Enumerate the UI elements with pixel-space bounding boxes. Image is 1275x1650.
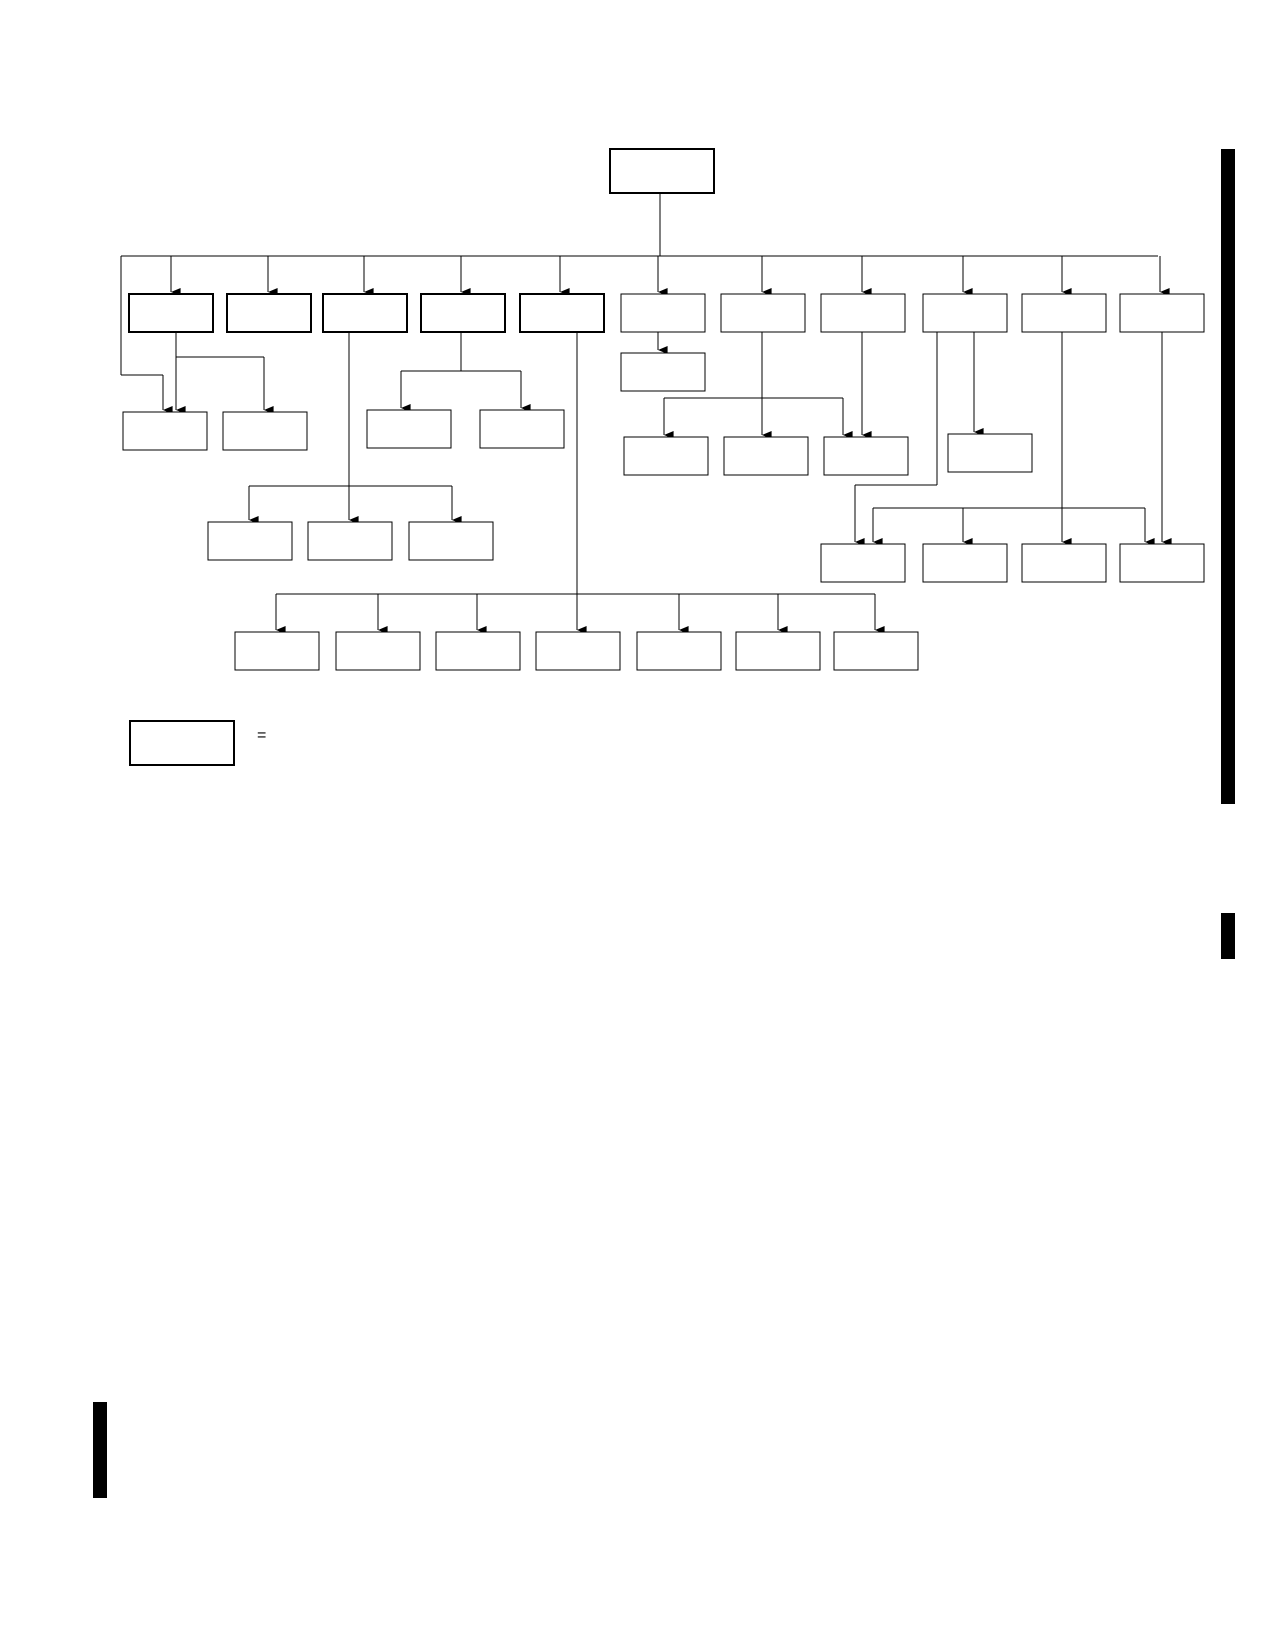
secondary-box <box>620 293 706 333</box>
change-bar-left-bottom <box>93 1402 107 1498</box>
child-box <box>922 543 1008 583</box>
legend-box <box>129 720 235 766</box>
child-box <box>535 631 621 671</box>
secondary-level-boxes <box>620 293 1205 333</box>
child-box <box>947 433 1033 473</box>
legend-equals-sign: = <box>257 727 267 744</box>
child-box <box>820 543 906 583</box>
child-box <box>623 436 709 476</box>
child-box <box>307 521 393 561</box>
child-box <box>479 409 565 449</box>
primary-box <box>226 293 312 333</box>
child-box <box>207 521 293 561</box>
change-bar-right-top <box>1221 149 1235 804</box>
child-box <box>620 352 706 392</box>
child-box <box>1021 543 1107 583</box>
primary-box <box>519 293 605 333</box>
child-box <box>1119 543 1205 583</box>
child-box <box>408 521 494 561</box>
child-box <box>833 631 919 671</box>
child-box <box>823 436 909 476</box>
primary-box <box>322 293 408 333</box>
primary-level-boxes <box>128 293 605 333</box>
secondary-box <box>820 293 906 333</box>
primary-box <box>420 293 506 333</box>
child-box <box>222 411 308 451</box>
lower-level-boxes <box>122 352 1205 671</box>
root-box <box>609 148 715 194</box>
child-box <box>723 436 809 476</box>
connector-lines <box>120 193 1172 634</box>
child-box <box>234 631 320 671</box>
secondary-box <box>1119 293 1205 333</box>
secondary-box <box>720 293 806 333</box>
primary-box <box>128 293 214 333</box>
child-box <box>335 631 421 671</box>
change-bar-right-middle <box>1221 913 1235 959</box>
child-box <box>122 411 208 451</box>
child-box <box>366 409 452 449</box>
secondary-box <box>1021 293 1107 333</box>
child-box <box>735 631 821 671</box>
child-box <box>435 631 521 671</box>
child-box <box>636 631 722 671</box>
secondary-box <box>922 293 1008 333</box>
